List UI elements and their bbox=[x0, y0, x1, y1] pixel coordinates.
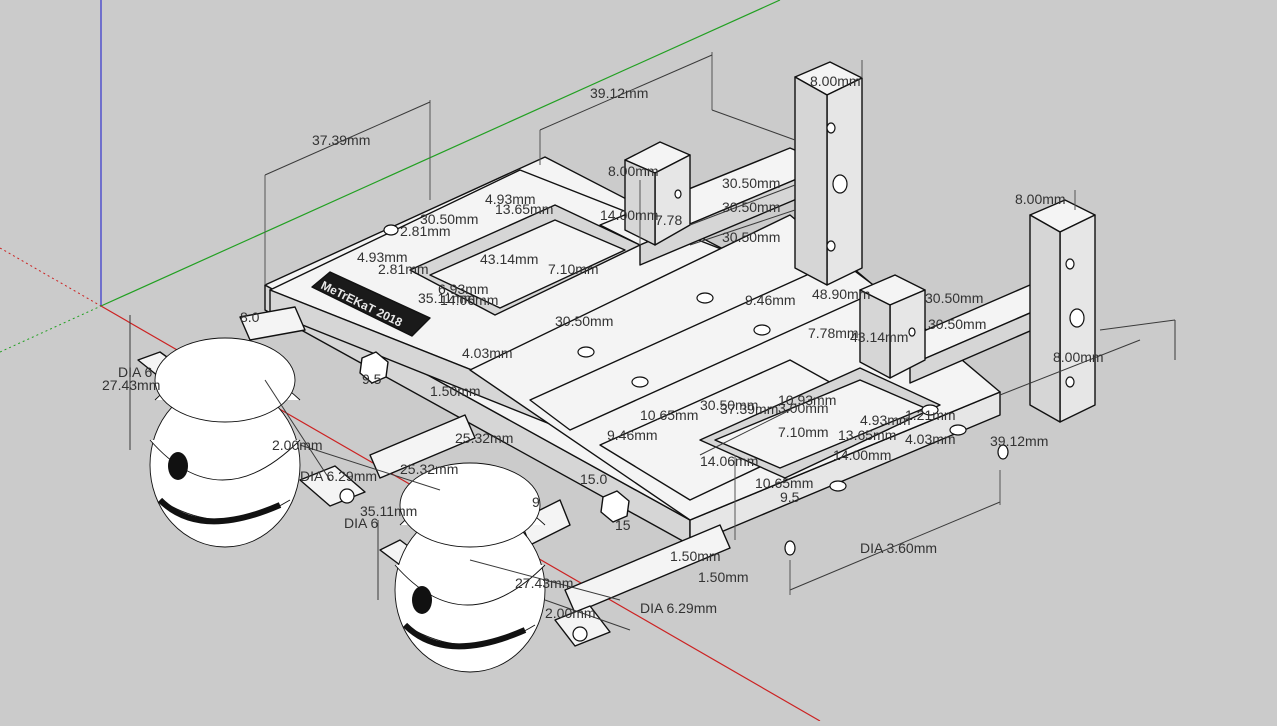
dim-label: 30.50mm bbox=[925, 290, 983, 306]
dim-label: 37.39mm bbox=[720, 401, 778, 417]
chassis-model[interactable]: MeTrEKaT 2018 bbox=[137, 61, 1096, 647]
dim-label: 25.32mm bbox=[400, 461, 458, 477]
dim-label: 9 bbox=[532, 494, 540, 510]
dim-label: 25.32mm bbox=[455, 430, 513, 446]
dim-label: 8.00mm bbox=[1015, 191, 1066, 207]
dim-label: 7.78 bbox=[655, 212, 682, 228]
dim-label: 37.39mm bbox=[312, 132, 370, 148]
dim-label: 15 bbox=[615, 517, 631, 533]
green-axis bbox=[100, 0, 781, 307]
dim-label: 8.00mm bbox=[1053, 349, 1104, 365]
dim-label: 7.10mm bbox=[778, 424, 829, 440]
dim-label: 39.12mm bbox=[590, 85, 648, 101]
dim-label: 13.65mm bbox=[838, 427, 896, 443]
dim-label: 7.78mm bbox=[808, 325, 859, 341]
dim-label: 8.0 bbox=[240, 309, 260, 325]
dim-label: 9.46mm bbox=[745, 292, 796, 308]
dim-label: 13.65mm bbox=[495, 201, 553, 217]
wheel-right[interactable] bbox=[394, 462, 546, 673]
dim-label: 14.00mm bbox=[600, 207, 658, 223]
dim-label: 27.43mm bbox=[515, 575, 573, 591]
dim-label: 2.00mm bbox=[545, 605, 596, 621]
dim-label: 14.06mm bbox=[440, 292, 498, 308]
dim-label: 39.12mm bbox=[990, 433, 1048, 449]
dim-label: DIA 6.29mm bbox=[640, 600, 717, 616]
dim-label: 8.00mm bbox=[810, 73, 861, 89]
dim-label: 35.11mm bbox=[418, 290, 475, 306]
dim-label: 1.50mm bbox=[430, 383, 481, 399]
dim-label: 2.00mm bbox=[272, 437, 323, 453]
dim-label: 6.93mm bbox=[438, 281, 489, 297]
dim-label: 3.00mm bbox=[778, 400, 829, 416]
dim-label: 14.00mm bbox=[833, 447, 891, 463]
dim-label: DIA 6 bbox=[118, 364, 152, 380]
dim-label: 9.46mm bbox=[607, 427, 658, 443]
dim-label: 4.93mm bbox=[485, 191, 536, 207]
green-axis-negative bbox=[0, 305, 102, 353]
dim-label: DIA 6.29mm bbox=[300, 468, 377, 484]
dim-label: 1.21mm bbox=[905, 407, 956, 423]
wheel-left[interactable] bbox=[149, 337, 301, 548]
dim-label: 9.5 bbox=[780, 489, 800, 505]
dim-label: 9.5 bbox=[362, 371, 382, 387]
dim-label: 1.50mm bbox=[698, 569, 749, 585]
dim-label: 2.81mm bbox=[378, 261, 429, 277]
dimension-lines bbox=[129, 52, 1176, 631]
dim-label: 30.50mm bbox=[722, 175, 780, 191]
dim-label: 27.43mm bbox=[102, 377, 160, 393]
dim-label: 43.14mm bbox=[850, 329, 908, 345]
dim-label: 30.50mm bbox=[722, 229, 780, 245]
dim-label: 4.03mm bbox=[905, 431, 956, 447]
dim-label: 48.90mm bbox=[812, 286, 870, 302]
dim-label: 14.06mm bbox=[700, 453, 758, 469]
dim-label: 30.50mm bbox=[420, 211, 478, 227]
dim-label: DIA 3.60mm bbox=[860, 540, 937, 556]
dim-label: 30.50mm bbox=[722, 199, 780, 215]
dim-label: DIA 6 bbox=[344, 515, 378, 531]
mounting-holes bbox=[383, 122, 1085, 556]
dim-label: 10.93mm bbox=[778, 392, 836, 408]
dim-label: 4.93mm bbox=[860, 412, 911, 428]
dim-label: 43.14mm bbox=[480, 251, 538, 267]
dim-label: 2.81mm bbox=[400, 223, 451, 239]
dim-label: 1.50mm bbox=[670, 548, 721, 564]
red-axis-negative bbox=[0, 247, 102, 307]
dim-label: 7.10mm bbox=[548, 261, 599, 277]
dim-label: 8.00mm bbox=[608, 163, 659, 179]
dim-label: 35.11mm bbox=[360, 503, 417, 519]
dim-label: 4.03mm bbox=[462, 345, 513, 361]
dim-label: 30.50mm bbox=[928, 316, 986, 332]
dim-label: 30.50mm bbox=[555, 313, 613, 329]
dim-label: 15.0 bbox=[580, 471, 607, 487]
dim-label: 4.93mm bbox=[357, 249, 408, 265]
dim-label: 30.50mm bbox=[700, 397, 758, 413]
dimension-labels: 39.12mm 37.39mm 8.00mm 8.00mm 8.00mm 30.… bbox=[102, 73, 1104, 621]
dim-label: 10.65mm bbox=[755, 475, 813, 491]
dim-label: 10.65mm bbox=[640, 407, 698, 423]
